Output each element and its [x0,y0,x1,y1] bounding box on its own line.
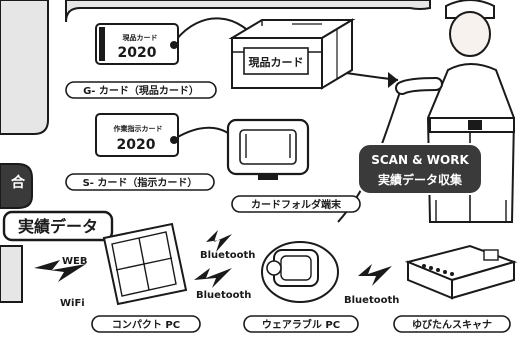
s-card-year: 2020 [117,137,156,153]
partial-glyph: 合 [11,174,26,191]
g-card-caption: G- カード（現品カード） [83,84,199,97]
bluetooth-label-2: Bluetooth [196,290,251,301]
left-top-panel [0,0,49,135]
wireless-bolts [34,230,392,288]
left-bottom-panel [0,245,23,303]
scan-work-badge: SCAN & WORK 実績データ収集 [357,143,483,195]
scanner [404,244,518,300]
bolt-1 [206,230,232,252]
bolt-3 [358,264,392,286]
g-card-dot [170,41,178,49]
wearable-pc [261,241,339,303]
actual-data-label: 実績データ [18,217,98,236]
compact-pc-caption-box: コンパクト PC [91,315,201,333]
actual-data-badge: 実績データ [2,210,114,242]
s-card-title: 作業指示カード [114,124,163,133]
bluetooth-label-3: Bluetooth [344,295,399,306]
g-card-year: 2020 [118,45,157,61]
wifi-label: WiFi [60,298,85,309]
wearable-pc-caption-box: ウェアラブル PC [243,315,359,333]
s-card-caption: S- カード（指示カード） [83,176,198,189]
bluetooth-label-1: Bluetooth [200,250,255,261]
bolt-4 [34,260,86,282]
left-dark-tab [0,163,33,209]
compact-pc-caption: コンパクト PC [112,319,180,331]
s-card-dot [170,136,178,144]
g-card-caption-box: G- カード（現品カード） [65,81,217,99]
scan-work-line1: SCAN & WORK [371,153,469,167]
web-label: WEB [62,256,87,267]
bolt-2 [194,268,232,288]
terminal-caption: カードフォルダ端末 [251,198,342,211]
terminal-caption-box: カードフォルダ端末 [231,195,361,213]
scanner-caption: ゆびたんスキャナ [412,318,492,331]
parts-box: 現品カード [228,18,356,90]
s-card-caption-box: S- カード（指示カード） [65,173,215,191]
compact-pc [102,222,188,306]
box-card-label: 現品カード [249,56,304,69]
card-holder-terminal [226,118,310,180]
s-card: 作業指示カード 2020 [95,113,179,157]
wearable-pc-caption: ウェアラブル PC [262,318,340,331]
g-card: 現品カード 2020 [95,23,179,65]
scan-work-line2: 実績データ収集 [378,172,463,187]
top-panel [65,0,431,23]
hand-arrow-head [388,72,398,88]
g-card-title: 現品カード [123,33,158,42]
scanner-caption-box: ゆびたんスキャナ [393,315,511,333]
